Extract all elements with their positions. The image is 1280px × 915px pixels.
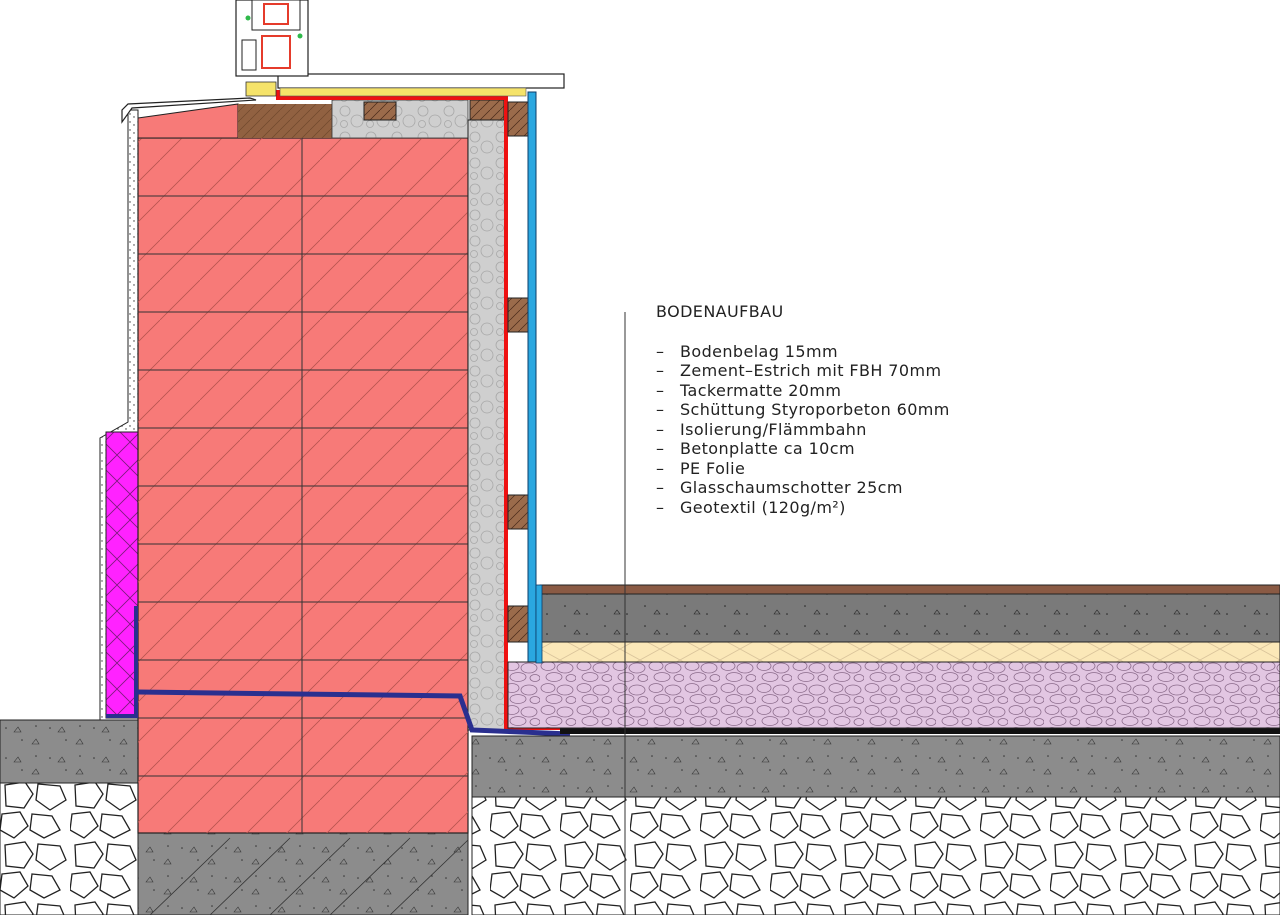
legend-item-text: Bodenbelag 15mm xyxy=(680,341,838,361)
batten xyxy=(507,494,529,530)
outer-gravel xyxy=(0,782,139,915)
legend-item: –Betonplatte ca 10cm xyxy=(656,439,855,458)
legend-item: –Tackermatte 20mm xyxy=(656,380,842,400)
legend-item: –PE Folie xyxy=(656,458,746,478)
batten xyxy=(507,101,529,137)
legend-item: –Schüttung Styroporbeton 60mm xyxy=(656,400,950,419)
batten xyxy=(507,297,529,333)
legend-item: –Glasschaumschotter 25cm xyxy=(656,478,903,497)
floor-covering xyxy=(539,584,1280,595)
batten xyxy=(363,101,397,121)
legend-item-text: Glasschaumschotter 25cm xyxy=(680,478,903,497)
legend-item-text: Geotextil (120g/m²) xyxy=(680,497,846,517)
edge-strip xyxy=(535,584,543,664)
inner-plaster-layer xyxy=(467,119,507,731)
outer-concrete-slab xyxy=(0,719,139,784)
legend-item: –Geotextil (120g/m²) xyxy=(656,497,846,517)
tacker-mat xyxy=(539,641,1280,663)
legend-item-text: PE Folie xyxy=(680,458,746,478)
window-frame xyxy=(235,0,309,97)
legend-item: –Zement–Estrich mit FBH 70mm xyxy=(656,361,942,380)
foundation-concrete xyxy=(137,832,469,915)
styrofoam-concrete-fill xyxy=(507,661,1280,729)
pe-membrane xyxy=(560,728,1280,734)
legend-item-text: Betonplatte ca 10cm xyxy=(680,439,855,458)
perimeter-insulation xyxy=(105,431,139,719)
sill-fill xyxy=(331,99,469,139)
cement-screed xyxy=(539,593,1280,643)
horizontal-seal xyxy=(137,689,571,737)
legend-item-text: Isolierung/Flämmbahn xyxy=(680,419,867,439)
sill-glue xyxy=(279,87,527,97)
legend-item-text: Zement–Estrich mit FBH 70mm xyxy=(680,361,942,380)
base-seal-outer xyxy=(106,606,138,718)
concrete-slab xyxy=(471,735,1280,798)
brick-joints xyxy=(138,138,468,833)
legend-item: –Bodenbelag 15mm xyxy=(656,341,838,361)
legend-title: BODENAUFBAU xyxy=(656,302,784,321)
floor-buildup-legend: BODENAUFBAU –Bodenbelag 15mm –Zement–Est… xyxy=(656,302,950,517)
legend-list: –Bodenbelag 15mm –Zement–Estrich mit FBH… xyxy=(656,342,950,518)
legend-item: –Isolierung/Flämmbahn xyxy=(656,419,867,439)
batten xyxy=(469,99,505,121)
legend-item-text: Tackermatte 20mm xyxy=(680,380,842,400)
foam-glass-gravel xyxy=(471,796,1280,915)
batten xyxy=(507,605,529,643)
interior-insulation-panel xyxy=(527,91,537,663)
exterior-sill-flashing xyxy=(121,97,257,124)
legend-item-text: Schüttung Styroporbeton 60mm xyxy=(680,400,950,419)
window-sill-board xyxy=(277,73,565,89)
